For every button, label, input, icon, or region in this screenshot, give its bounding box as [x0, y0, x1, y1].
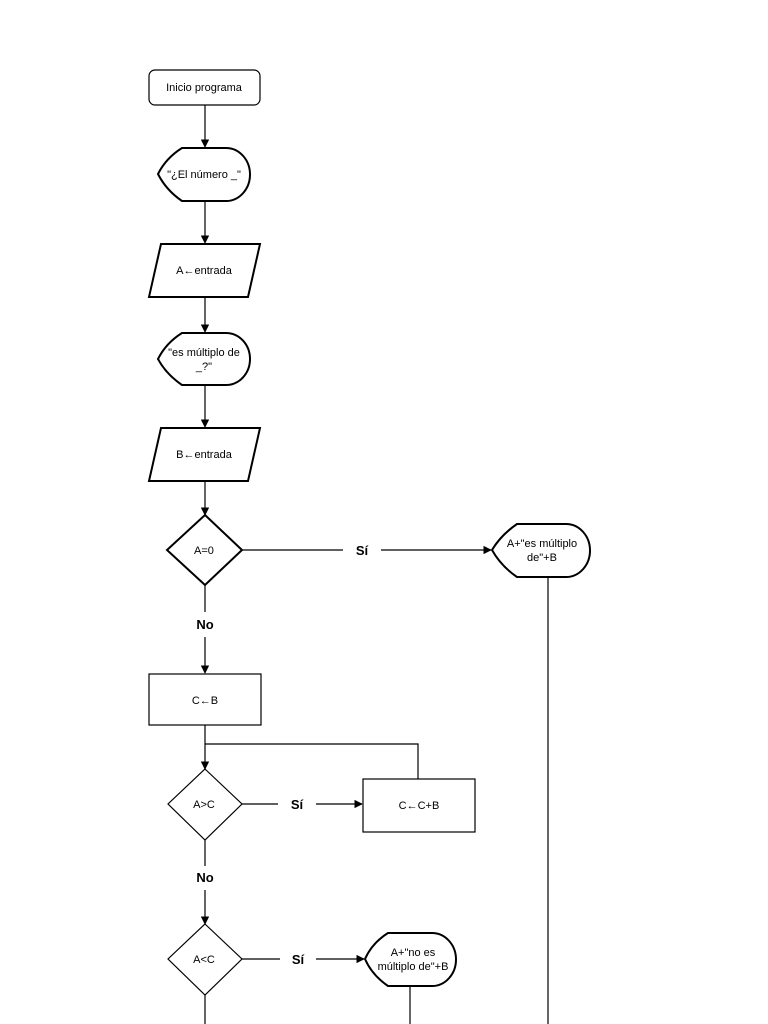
edge-label-yes-1: Sí: [356, 543, 369, 558]
start-node: Inicio programa: [148, 69, 261, 106]
decision-a-zero-node: A=0: [165, 513, 244, 587]
display-question-1-node: "¿El número _": [156, 147, 251, 202]
edge-label-yes-2: Sí: [291, 797, 304, 812]
display-question-1-label: "¿El número _": [167, 169, 241, 181]
display-question-1-shape: [156, 147, 251, 202]
display-question-2-label-line1: "es múltiplo de: [168, 347, 240, 359]
start-label: Inicio programa: [166, 82, 243, 94]
edge-label-no-1: No: [196, 617, 213, 632]
output-multiple-node: A+"es múltiplo de"+B: [490, 523, 591, 578]
display-question-2-node: "es múltiplo de _?": [156, 332, 251, 386]
increment-c-node: C←C+B: [362, 778, 476, 833]
increment-c-label: C←C+B: [399, 800, 440, 812]
decision-a-gt-c-shape: [167, 768, 243, 841]
start-shape: [148, 69, 261, 106]
increment-c-shape: [362, 778, 476, 833]
decision-a-lt-c-shape: [167, 923, 243, 996]
input-a-shape: [147, 243, 262, 298]
decision-a-gt-c-label: A>C: [193, 799, 215, 811]
display-question-2-shape: [156, 332, 251, 386]
decision-a-lt-c-label: A<C: [193, 954, 215, 966]
output-multiple-label-line2: de"+B: [527, 552, 557, 564]
edge-labels: Sí No Sí No Sí: [196, 543, 368, 967]
edge-label-no-2: No: [196, 870, 213, 885]
output-not-multiple-shape: [363, 932, 457, 987]
output-multiple-label-line1: A+"es múltiplo: [507, 538, 577, 550]
edge-loop-back: [205, 743, 419, 779]
output-not-multiple-label-line1: A+"no es: [391, 947, 436, 959]
display-question-2-label-line2: _?": [195, 361, 212, 373]
decision-a-zero-label: A=0: [194, 545, 214, 557]
decision-a-zero-shape: [165, 513, 244, 587]
output-not-multiple-node: A+"no es múltiplo de"+B: [363, 932, 457, 987]
edges: [200, 105, 549, 1024]
input-a-label: A←entrada: [176, 265, 233, 277]
input-b-shape: [147, 427, 262, 482]
edge-label-yes-3: Sí: [292, 952, 305, 967]
decision-a-lt-c-node: A<C: [167, 923, 243, 996]
input-a-node: A←entrada: [147, 243, 262, 298]
assign-c-label: C←B: [192, 695, 218, 707]
assign-c-shape: [148, 673, 262, 726]
input-b-node: B←entrada: [147, 427, 262, 482]
assign-c-node: C←B: [148, 673, 262, 726]
output-not-multiple-label-line2: múltiplo de"+B: [378, 961, 449, 973]
decision-a-gt-c-node: A>C: [167, 768, 243, 841]
output-multiple-shape: [490, 523, 591, 578]
input-b-label: B←entrada: [176, 449, 233, 461]
